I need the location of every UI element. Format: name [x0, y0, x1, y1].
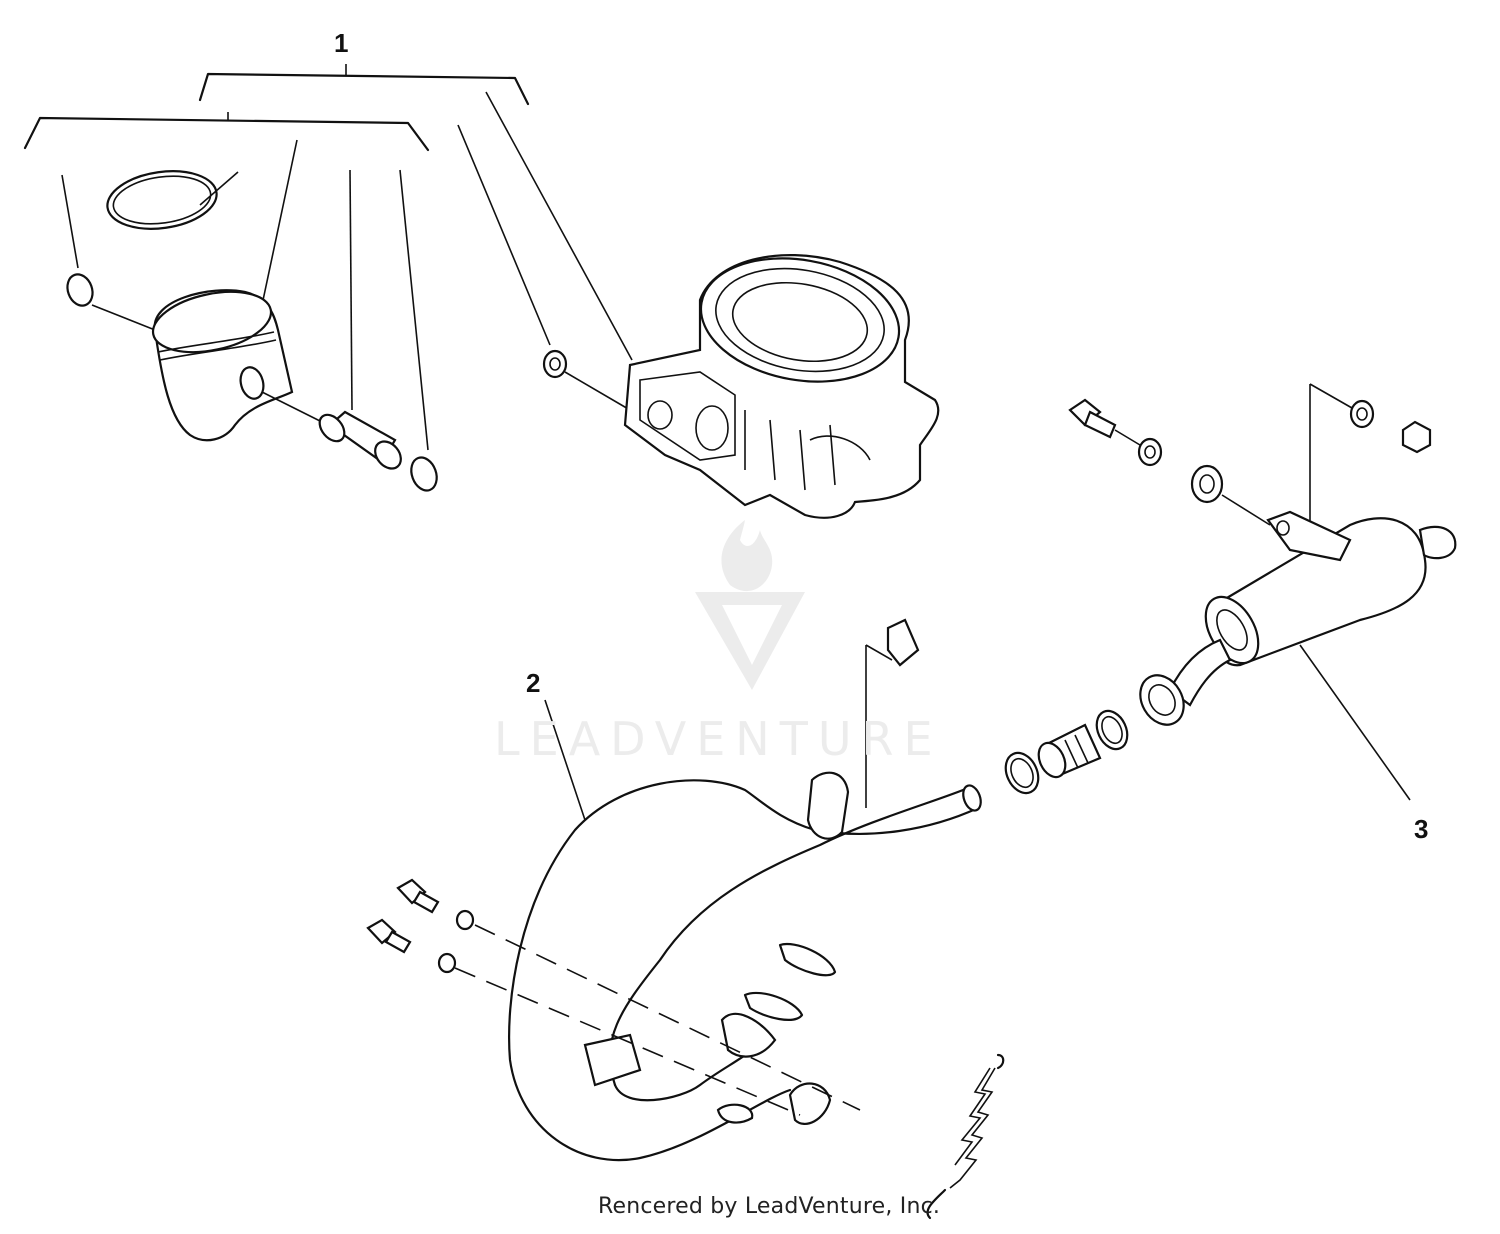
muffler-nut-washer: [1349, 399, 1432, 454]
piston: [151, 289, 294, 442]
wrist-pin: [318, 410, 402, 470]
callout-label-2: 2: [526, 668, 541, 698]
circlip-left: [66, 273, 94, 307]
muffler: [1139, 510, 1457, 726]
watermark-text: LEADVENTURE: [494, 712, 943, 766]
watermark-logo: [695, 520, 805, 690]
exhaust-gasket-lower: [743, 991, 804, 1021]
callout-label-3: 3: [1414, 814, 1429, 844]
exhaust-gasket-upper: [778, 942, 837, 977]
piston-ring: [106, 170, 218, 230]
pipe-bolt-lower: [366, 918, 457, 974]
cylinder-washer: [542, 349, 568, 379]
muffler-washer: [1137, 437, 1163, 467]
pipe-bolt-upper: [396, 878, 475, 931]
exhaust-spring: [926, 1053, 1005, 1220]
pipe-mount-bracket: [886, 618, 920, 667]
muffler-bolt: [1068, 398, 1117, 439]
rubber-grommet: [1190, 464, 1224, 504]
exhaust-pipe: [508, 771, 982, 1162]
render-credit: Rencered by LeadVenture, Inc.: [598, 1194, 941, 1219]
callout-bracket-1: [23, 64, 633, 451]
callout-label-1: 1: [334, 28, 349, 58]
exhaust-coupler: [1004, 709, 1129, 795]
cylinder: [623, 254, 940, 519]
circlip-right: [410, 456, 438, 492]
